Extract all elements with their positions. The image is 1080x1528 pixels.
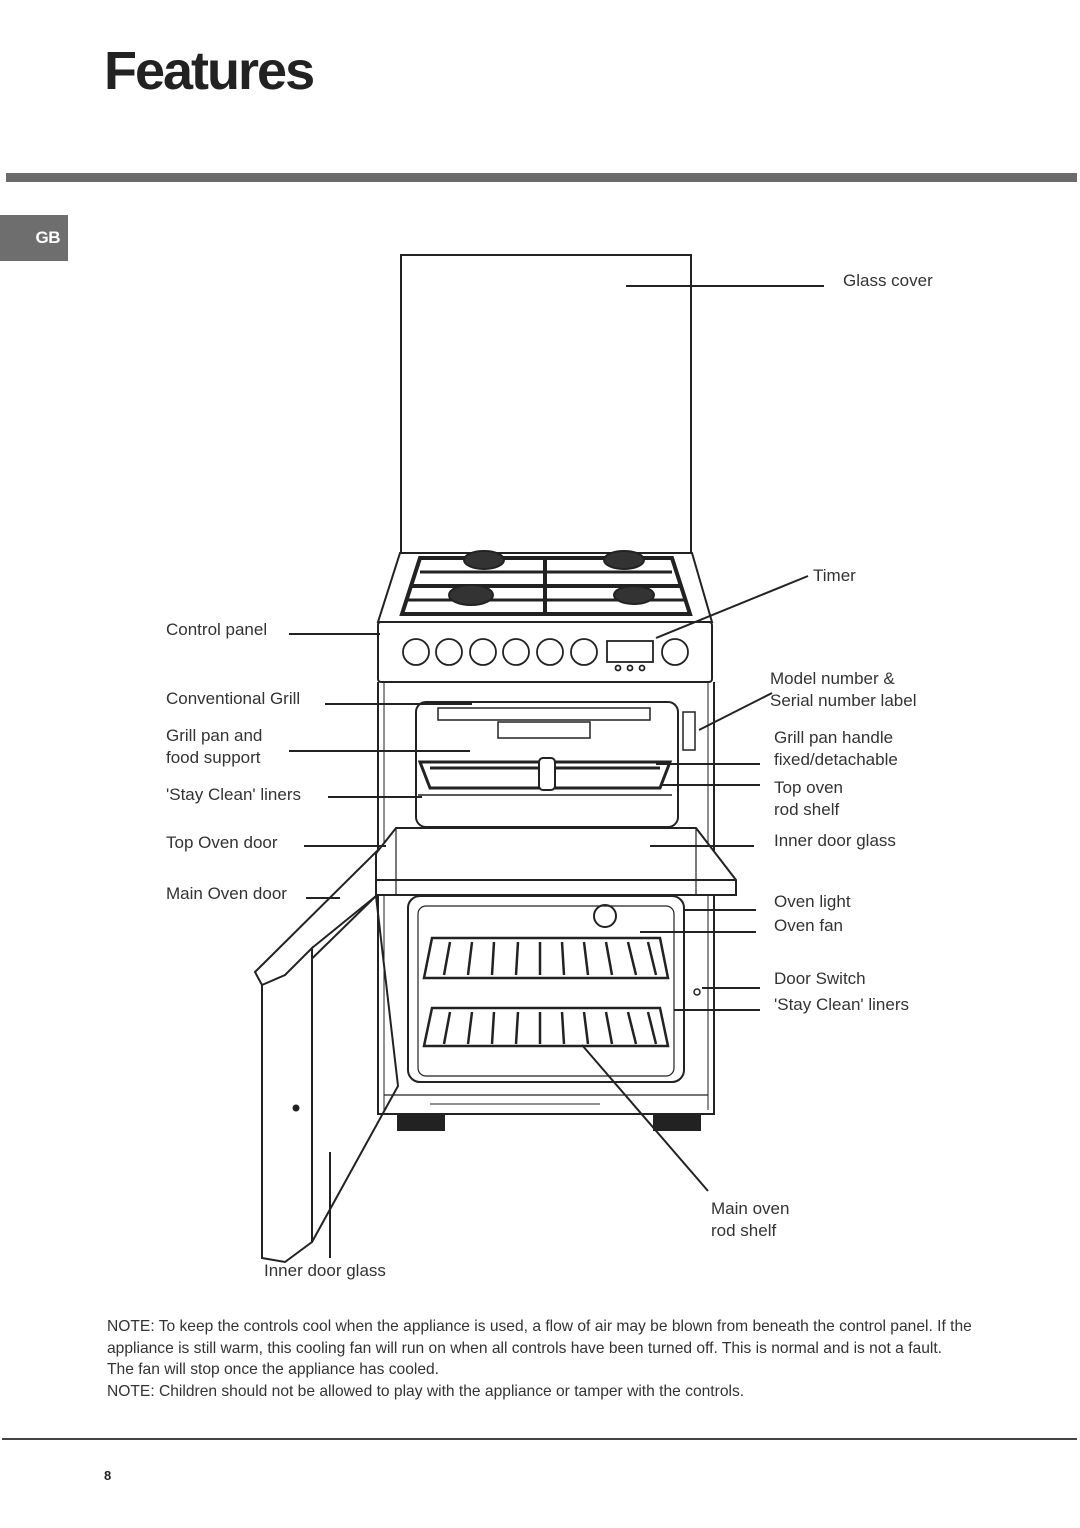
foot-right [653,1113,701,1131]
cooker-body [377,682,715,1115]
label-main-oven-door: Main Oven door [166,884,287,903]
notes-block: NOTE: To keep the controls cool when the… [107,1316,987,1402]
main-oven-cavity [407,895,685,1083]
pan-support-grid [399,556,693,616]
main-oven-door-top-edge [253,849,377,986]
page-title: Features [104,41,315,101]
cooker-diagram: Glass cover Timer Control panel Conventi… [166,254,933,1280]
label-top-oven-door: Top Oven door [166,833,278,852]
cooker-illustration [253,254,824,1264]
language-tab: GB [0,215,68,261]
control-panel-outline [377,621,713,683]
rating-label-plate [682,711,696,751]
leader-lines [289,285,824,1258]
header-rule [6,173,1077,182]
label-main-oven-rod-shelf: Main oven rod shelf [711,1199,790,1240]
label-timer: Timer [813,566,856,585]
main-oven-upper-shelf [422,936,670,980]
label-top-oven-rod-shelf: Top oven rod shelf [774,778,843,819]
label-grill-pan: Grill pan and food support [166,726,263,767]
burner-front-left [448,584,494,606]
page-number: 8 [104,1468,112,1483]
label-inner-door-glass: Inner door glass [774,831,896,850]
burner-front-right [613,585,655,605]
note-cooling-fan: NOTE: To keep the controls cool when the… [107,1318,972,1357]
label-door-switch: Door Switch [774,969,866,988]
label-control-panel: Control panel [166,620,268,639]
label-glass-cover: Glass cover [843,271,933,290]
glass-cover-outline [400,254,692,553]
grill-pan [417,760,673,790]
foot-left [397,1113,445,1131]
label-oven-fan: Oven fan [774,916,843,935]
label-stay-clean-main: 'Stay Clean' liners [774,995,909,1014]
main-oven-door [261,945,313,1264]
label-model-number: Model number & Serial number label [770,669,917,710]
burner-back-right [603,550,645,570]
label-oven-light: Oven light [774,892,851,911]
footer-rule [2,1438,1077,1440]
label-stay-clean-top: 'Stay Clean' liners [166,785,301,804]
top-oven-door [354,827,737,896]
label-inner-door-glass-bottom: Inner door glass [264,1261,386,1280]
burner-back-left [463,550,505,570]
label-grill-pan-handle: Grill pan handle fixed/detachable [774,728,898,769]
note-children: NOTE: Children should not be allowed to … [107,1382,745,1400]
label-conventional-grill: Conventional Grill [166,689,301,708]
oven-light-lens [593,904,617,928]
note-fan-stop: The fan will stop once the appliance has… [107,1361,440,1378]
main-oven-lower-shelf [422,1006,670,1048]
